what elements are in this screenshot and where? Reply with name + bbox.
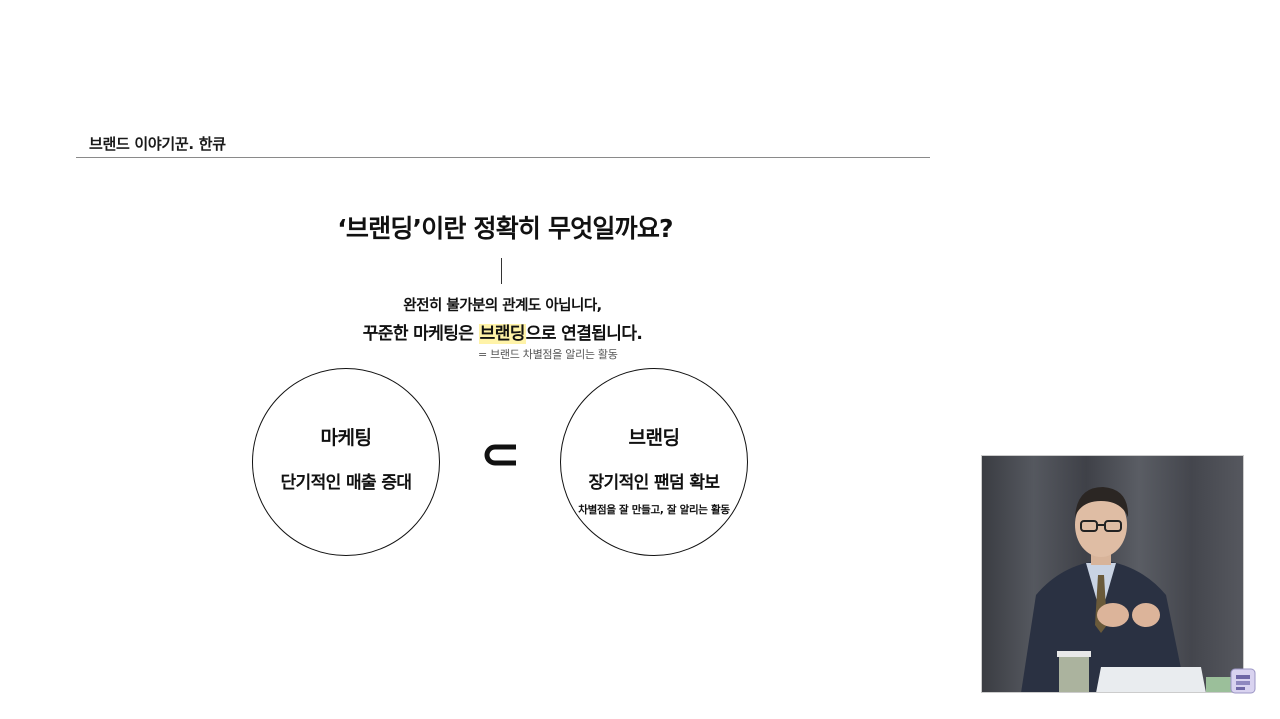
- branding-note: 차별점을 잘 만들고, 잘 알리는 활동: [578, 504, 730, 516]
- explanation-line-1: 완전히 불가분의 관계도 아닙니다,: [403, 298, 602, 314]
- presenter-video-icon: [981, 455, 1244, 693]
- subset-symbol-icon: [484, 444, 516, 466]
- header-divider: [76, 157, 930, 158]
- line2-before: 꾸준한 마케팅은: [362, 324, 479, 344]
- explanation-line-2: 꾸준한 마케팅은 브랜딩으로 연결됩니다.: [300, 319, 705, 344]
- branding-subtitle: 장기적인 팬덤 확보: [588, 473, 721, 493]
- connector-line: [501, 258, 502, 284]
- webcam-border: [981, 455, 1244, 693]
- marketing-circle: 마케팅 단기적인 매출 증대: [252, 368, 440, 556]
- marketing-subtitle: 단기적인 매출 증대: [280, 473, 413, 493]
- presenter-webcam: [981, 455, 1244, 693]
- marketing-title: 마케팅: [320, 427, 372, 449]
- main-question: ‘브랜딩’이란 정확히 무엇일까요?: [337, 214, 673, 243]
- definition-note: = 브랜드 차별점을 알리는 활동: [478, 348, 618, 361]
- branding-highlight: 브랜딩: [478, 324, 526, 344]
- channel-logo-icon: [1230, 668, 1256, 694]
- header-label: 브랜드 이야기꾼. 한큐: [89, 135, 226, 153]
- branding-title: 브랜딩: [628, 427, 680, 449]
- line2-after: 으로 연결됩니다.: [525, 324, 643, 344]
- branding-circle: 브랜딩 장기적인 팬덤 확보 차별점을 잘 만들고, 잘 알리는 활동: [560, 368, 748, 556]
